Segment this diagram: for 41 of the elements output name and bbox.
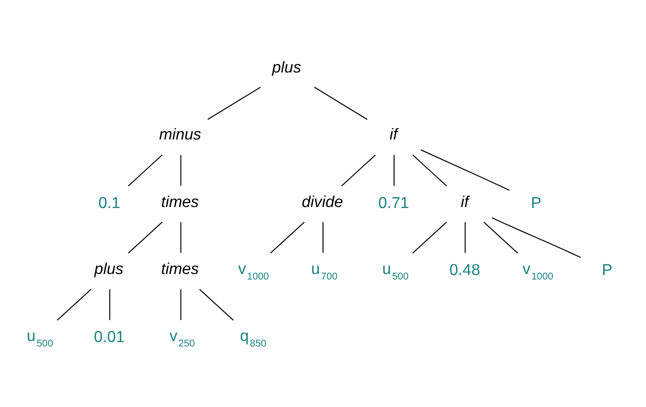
- connector: [109, 288, 110, 320]
- node-text: 0.71: [378, 194, 410, 212]
- connector: [128, 154, 163, 186]
- connector: [180, 288, 182, 320]
- node-text: times: [161, 193, 199, 210]
- node-text: 0.1: [98, 194, 120, 212]
- connector: [394, 154, 395, 186]
- connector: [199, 288, 234, 320]
- connector: [180, 154, 182, 186]
- connector: [270, 221, 305, 254]
- connector: [207, 86, 262, 120]
- node-text: u$_{500}$: [382, 260, 409, 282]
- node-text: u$_{700}$: [311, 260, 338, 282]
- connector: [180, 221, 182, 253]
- connector: [464, 221, 466, 253]
- node-text: minus: [159, 126, 202, 144]
- connector: [491, 216, 582, 258]
- node-text: 0.01: [94, 328, 125, 346]
- connector: [128, 221, 163, 254]
- node-text: v$_{1000}$: [238, 260, 269, 282]
- connector: [322, 221, 324, 253]
- node-text: 0.48: [449, 261, 480, 278]
- connector: [420, 148, 510, 190]
- connector: [483, 221, 518, 254]
- connector: [314, 86, 368, 120]
- node-text: v$_{250}$: [169, 328, 195, 350]
- node-text: plus: [272, 58, 302, 76]
- node-text: v$_{1000}$: [522, 260, 554, 282]
- connector: [412, 221, 447, 254]
- node-text: if: [390, 126, 398, 144]
- node-text: q$_{850}$: [240, 328, 266, 350]
- node-text: divide: [302, 193, 344, 210]
- node-text: plus: [94, 260, 124, 278]
- node-text: P: [530, 194, 542, 212]
- connector: [341, 154, 376, 186]
- node-text: if: [460, 193, 469, 210]
- connector: [412, 154, 448, 186]
- node-text: times: [161, 260, 199, 278]
- connector: [56, 288, 92, 320]
- node-text: u$_{500}$: [26, 328, 54, 350]
- node-text: P: [602, 261, 612, 278]
